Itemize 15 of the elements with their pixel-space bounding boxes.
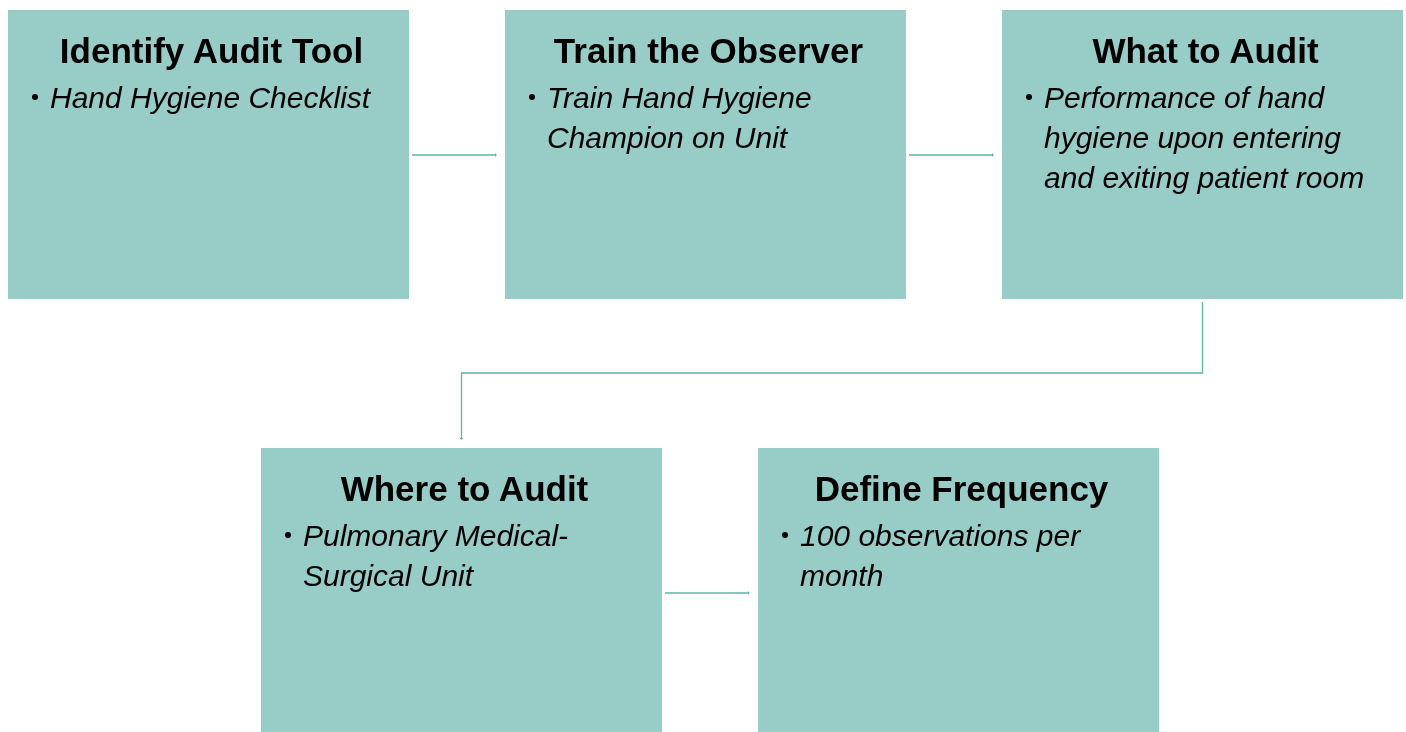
box-heading: Identify Audit Tool [58,30,365,72]
box-heading: Where to Audit [339,468,590,510]
process-box [1002,10,1403,299]
box-heading: Train the Observer [552,30,865,72]
box-heading: Define Frequency [813,468,1110,510]
process-box [758,448,1159,732]
process-box [505,10,906,299]
bullet-text: Pulmonary Medical-Surgical Unit [303,518,570,594]
process-box [261,448,662,732]
bullet-text: Hand Hygiene Checklist [50,80,371,116]
box-heading: What to Audit [1091,30,1320,72]
process-box [8,10,409,299]
bullet-text: Performance of hand hygiene upon entering and exiting patient room [1044,80,1366,196]
bullet-text: Train Hand Hygiene Champion on Unit [547,80,813,156]
bullet-text: 100 observations per month [800,518,1082,594]
